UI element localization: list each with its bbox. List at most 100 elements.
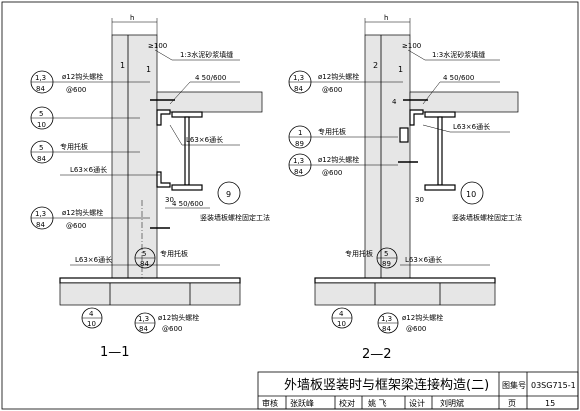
angle-strip (314, 277, 496, 284)
label-bolt-b: ø12钩头螺栓 (318, 155, 359, 164)
label-bracket: 专用托板 (318, 127, 346, 136)
label-mortar: 1:3水泥砂浆填缝 (180, 50, 233, 59)
detail-number: 10 (466, 190, 476, 199)
wall-mark-2: 1 (146, 65, 151, 74)
ref-bot: 89 (382, 260, 391, 268)
dim-30: 30 (415, 196, 424, 204)
label-bolt: ø12钩头螺栓 (402, 313, 443, 322)
label-bracket: 专用托板 (160, 249, 188, 258)
ref-a-bot: 84 (294, 85, 303, 93)
page-label: 页 (508, 399, 516, 408)
label-bolt-sp: @600 (406, 325, 426, 333)
ref3-top: 1,3 (381, 315, 392, 323)
detail-number-circle (217, 181, 241, 205)
label-weld-b: 4 50/600 (172, 200, 203, 208)
label-bracket: 专用托板 (345, 249, 373, 258)
label-angle-1: L63×6通长 (186, 135, 223, 144)
wall-panel (314, 282, 496, 306)
drawing-title: 外墙板竖装时与框架梁连接构造(二) (284, 377, 489, 393)
angle-bottom (156, 171, 171, 188)
detail-caption: 竖装墙板螺栓固定工法 (200, 213, 270, 222)
floor-slab (156, 91, 263, 113)
wall-mark-1: 1 (120, 61, 125, 70)
detail-caption: 竖装墙板螺栓固定工法 (452, 213, 522, 222)
ref-top: 5 (384, 250, 388, 258)
label-bolt-a: ø12钩头螺栓 (62, 72, 103, 81)
label-angle: L63×6通长 (405, 255, 442, 264)
ref-a-bot: 84 (36, 85, 45, 93)
label-bracket: 专用托板 (60, 142, 88, 151)
ref-a-top: 1,3 (293, 74, 304, 82)
review-name: 张跃峰 (290, 398, 314, 408)
label-bolt-a: ø12钩头螺栓 (318, 72, 359, 81)
label-mortar: 1:3水泥砂浆填缝 (432, 50, 485, 59)
set-number: 03SG715-1 (531, 381, 576, 390)
label-angle-2: L63×6通长 (70, 165, 107, 174)
ref-c-bot: 84 (294, 168, 303, 176)
ref3-top: 1,3 (138, 315, 149, 323)
review-label: 审核 (262, 398, 278, 408)
label-angle-1: L63×6通长 (453, 122, 490, 131)
label-angle: L63×6通长 (75, 255, 112, 264)
label-bolt: ø12钩头螺栓 (158, 313, 199, 322)
ref2-bot: 10 (87, 320, 96, 328)
wall-panel (59, 282, 241, 306)
detail-number-circle (460, 181, 484, 205)
weld-number: 4 (392, 98, 397, 106)
beam-top-flange (424, 111, 456, 118)
label-bolt-b-sp: @600 (66, 222, 86, 230)
ref2-top: 4 (339, 310, 344, 318)
beam-bottom-flange (171, 184, 203, 191)
ref-d-bot: 84 (36, 221, 45, 229)
label-weld-a: 4 50/600 (195, 74, 226, 82)
ref-b-bot: 10 (37, 121, 46, 129)
wall-panel (111, 34, 158, 294)
ref-c-top: 5 (39, 144, 43, 152)
check-name: 姚 飞 (368, 398, 387, 408)
bracket-plate (399, 127, 409, 143)
label-bolt-a-sp: @600 (66, 86, 86, 94)
ref-c-bot: 84 (37, 155, 46, 163)
section-label: 1—1 (100, 345, 130, 360)
design-name: 刘明斌 (440, 398, 464, 408)
ref-b-top: 1 (298, 129, 302, 137)
wall-mark-2: 2 (373, 61, 378, 70)
ref2-bot: 10 (337, 320, 346, 328)
ref-d-top: 1,3 (35, 210, 46, 218)
wall-mark-1: 1 (398, 65, 403, 74)
angle-top (156, 109, 171, 126)
title-block: 外墙板竖装时与框架梁连接构造(二) 图集号 03SG715-1 审核 张跃峰 校… (257, 371, 579, 410)
set-label: 图集号 (502, 380, 526, 390)
angle-strip (59, 277, 241, 284)
ref-b-top: 5 (39, 110, 43, 118)
check-label: 校对 (339, 398, 355, 408)
ref-top: 5 (142, 250, 146, 258)
angle-top (409, 109, 424, 126)
section-2-2: 专用托板 5 89 L63×6通长 4 10 1,3 84 ø12钩头螺栓 @6… (314, 247, 496, 362)
floor-slab (409, 91, 519, 113)
beam-web (184, 116, 190, 186)
label-weld-a: 4 50/600 (443, 74, 474, 82)
label-bolt-sp: @600 (162, 325, 182, 333)
dim-30: 30 (165, 196, 174, 204)
beam-top-flange (171, 111, 203, 118)
label-bolt-a-sp: @600 (322, 86, 342, 94)
dim-h: h (130, 14, 134, 22)
section-1-1: L63×6通长 5 84 专用托板 4 10 1,3 84 ø12钩头螺栓 @6… (59, 247, 241, 360)
label-bolt-b: ø12钩头螺栓 (62, 208, 103, 217)
ref3-bot: 84 (139, 325, 148, 333)
detail-10: h ≥100 2 1 1:3水泥砂浆填缝 1,3 84 ø12钩头螺栓 @600… (288, 14, 522, 294)
ref-c-top: 1,3 (293, 157, 304, 165)
beam-web (437, 116, 443, 186)
design-label: 设计 (409, 398, 425, 408)
ref2-top: 4 (89, 310, 94, 318)
beam-bottom-flange (424, 184, 456, 191)
section-label: 2—2 (362, 347, 392, 362)
ref-bot: 84 (140, 260, 149, 268)
label-bolt-b-sp: @600 (322, 169, 342, 177)
dim-h: h (384, 14, 388, 22)
dim-100: ≥100 (402, 42, 421, 50)
